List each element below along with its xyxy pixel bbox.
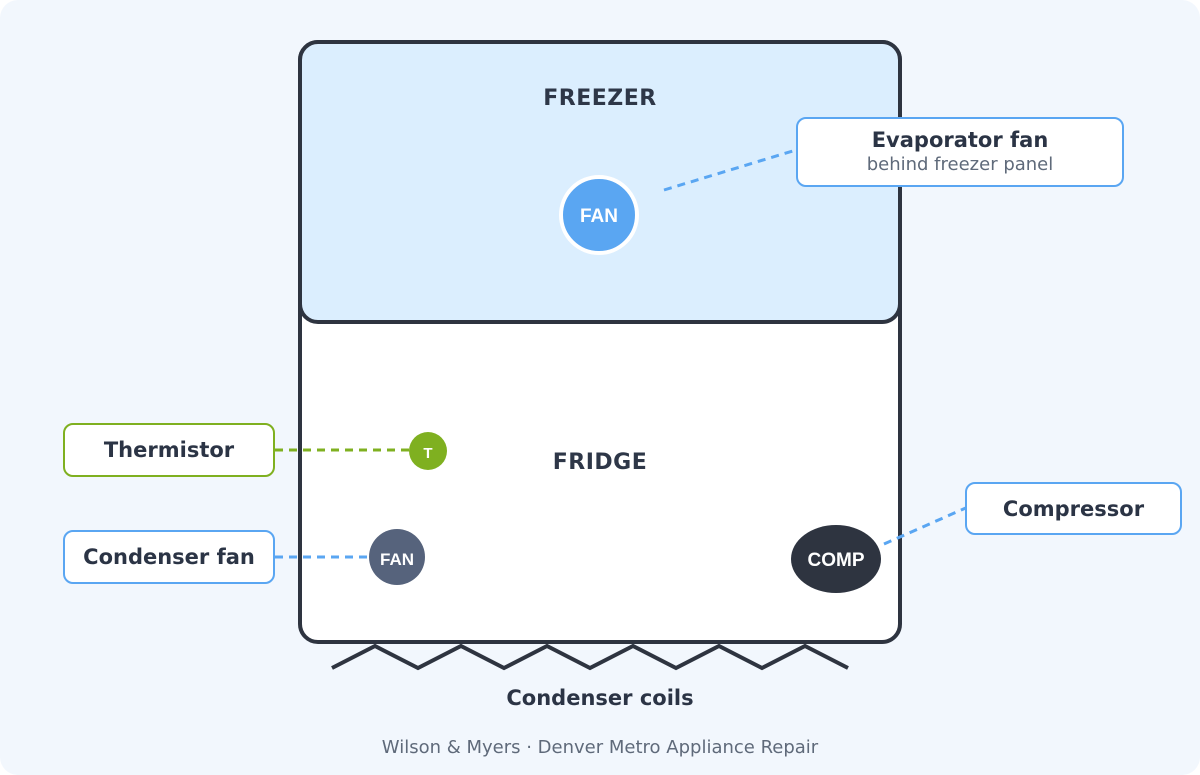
fridge-label: FRIDGE xyxy=(552,450,648,475)
condenser-fan-icon: FAN xyxy=(369,529,425,585)
compressor-marker: COMP xyxy=(808,550,865,571)
condenser-fan-callout: Condenser fan xyxy=(63,530,275,584)
footer-credit: Wilson & Myers · Denver Metro Appliance … xyxy=(381,737,819,758)
freezer-label: FREEZER xyxy=(543,86,657,111)
condenser-coils-label: Condenser coils xyxy=(506,686,694,710)
thermistor-title: Thermistor xyxy=(103,438,235,462)
compressor-title: Compressor xyxy=(1002,496,1145,521)
condenser-coils xyxy=(331,643,849,671)
evaporator-fan-callout: Evaporator fan behind freezer panel xyxy=(796,117,1124,187)
thermistor-marker: T xyxy=(423,445,432,462)
evaporator-fan-leader xyxy=(663,148,797,192)
condenser-fan-title: Condenser fan xyxy=(83,545,255,569)
compressor-leader xyxy=(883,505,969,546)
thermistor-icon: T xyxy=(409,432,447,470)
evaporator-fan-title: Evaporator fan xyxy=(871,128,1049,152)
compressor-icon: COMP xyxy=(791,525,881,593)
evaporator-fan-subtitle: behind freezer panel xyxy=(866,154,1054,175)
compressor-callout: Compressor xyxy=(965,482,1182,535)
thermistor-callout: Thermistor xyxy=(63,423,275,477)
condenser-fan-marker: FAN xyxy=(380,550,414,569)
evaporator-fan-marker: FAN xyxy=(580,206,618,227)
evaporator-fan-icon: FAN xyxy=(559,175,639,255)
